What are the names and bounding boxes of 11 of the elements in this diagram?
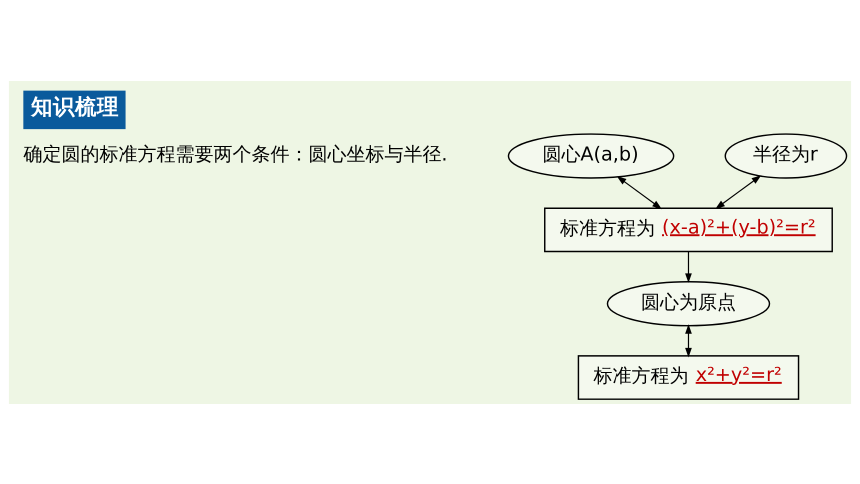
arrow (616, 176, 662, 209)
node-ellipse: 半径为r (724, 132, 848, 178)
node-box: 标准方程为 x²+y²=r² (578, 354, 800, 400)
node-ellipse: 圆心为原点 (606, 280, 770, 326)
node-ellipse: 圆心A(a,b) (508, 132, 674, 178)
arrow (715, 174, 762, 209)
arrow (685, 324, 692, 357)
label: 确定圆的标准方程需要两个条件：圆心坐标与半径. (23, 142, 448, 166)
arrow (685, 251, 692, 282)
node-box: 标准方程为 (x-a)²+(y-b)²=r² (544, 207, 833, 252)
diagram-title: 知识梳理 (31, 94, 120, 120)
